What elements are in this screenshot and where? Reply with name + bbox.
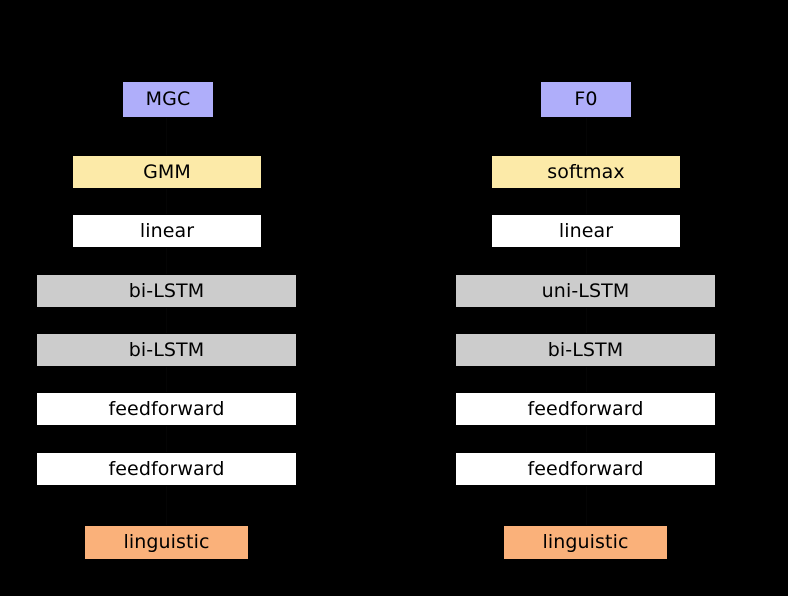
connector-line (166, 367, 167, 392)
connector-line (166, 118, 167, 155)
node-mgc-stack-feedforward-5: feedforward (36, 392, 297, 426)
connector-line (166, 189, 167, 214)
connector-line (166, 248, 167, 274)
node-f0-stack-linguistic-7: linguistic (503, 525, 668, 560)
node-mgc-stack-feedforward-6: feedforward (36, 452, 297, 486)
connector-line (586, 189, 587, 214)
node-f0-stack-feedforward-5: feedforward (455, 392, 716, 426)
node-mgc-stack-gmm-1: GMM (72, 155, 262, 189)
connector-line (166, 486, 167, 525)
node-f0-stack-softmax-1: softmax (491, 155, 681, 189)
node-f0-stack-uni-lstm-3: uni-LSTM (455, 274, 716, 308)
connector-line (166, 426, 167, 452)
node-f0-stack-f0-0: F0 (540, 81, 632, 118)
connector-line (586, 367, 587, 392)
connector-line (166, 308, 167, 333)
connector-line (586, 118, 587, 155)
connector-line (586, 426, 587, 452)
connector-line (586, 248, 587, 274)
node-mgc-stack-bi-lstm-3: bi-LSTM (36, 274, 297, 308)
node-mgc-stack-linear-2: linear (72, 214, 262, 248)
connector-line (586, 486, 587, 525)
node-f0-stack-bi-lstm-4: bi-LSTM (455, 333, 716, 367)
node-mgc-stack-mgc-0: MGC (122, 81, 214, 118)
node-mgc-stack-linguistic-7: linguistic (84, 525, 249, 560)
node-f0-stack-feedforward-6: feedforward (455, 452, 716, 486)
node-f0-stack-linear-2: linear (491, 214, 681, 248)
connector-line (586, 308, 587, 333)
node-mgc-stack-bi-lstm-4: bi-LSTM (36, 333, 297, 367)
